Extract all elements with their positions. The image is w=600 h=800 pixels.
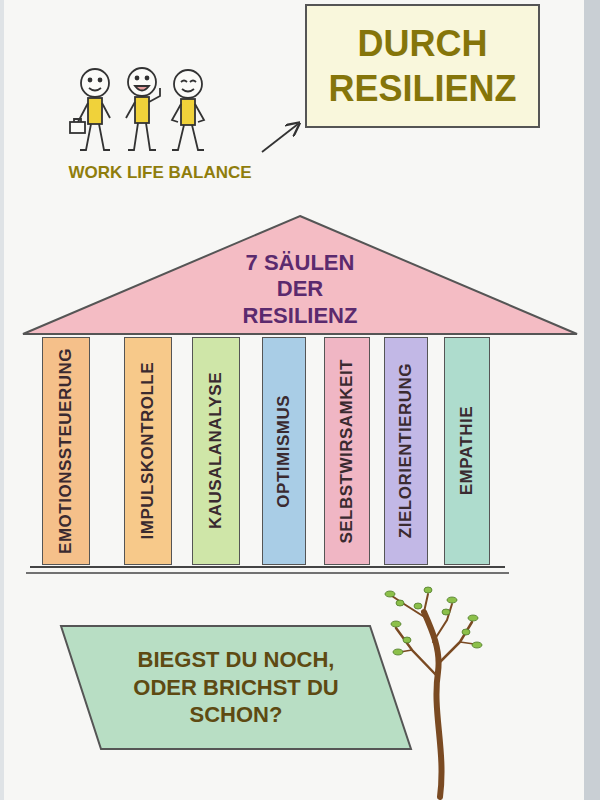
temple-pillar: EMPATHIE: [444, 337, 490, 565]
flipchart-paper: [4, 0, 584, 800]
temple-pillar: KAUSALANALYSE: [192, 337, 240, 565]
node-text: 7 SÄULEN DER RESILIENZ: [225, 250, 375, 329]
leader-arrow: [262, 124, 298, 152]
tree-leaves: [385, 587, 482, 655]
pillar-label: OPTIMISMUS: [274, 395, 294, 508]
temple-pillar: IMPULSKONTROLLE: [124, 337, 172, 565]
stick-figure-balance: [172, 70, 204, 150]
temple-roof-shape: [23, 216, 577, 334]
pillar-label: IMPULSKONTROLLE: [138, 362, 158, 540]
slogan-parallelogram-shape: [61, 626, 411, 749]
temple-roof: 7 SÄULEN DER RESILIENZ: [22, 215, 578, 335]
temple-pillar: EMOTIONSSTEUERUNG: [42, 337, 90, 565]
stick-figure-life: [126, 68, 160, 150]
title-box: DURCH RESILIENZ: [305, 4, 540, 128]
node-text: DURCH RESILIENZ: [315, 21, 530, 111]
pillar-label: KAUSALANALYSE: [206, 372, 226, 529]
board-edge: [584, 0, 600, 800]
temple-pillar: SELBSTWIRSAMKEIT: [324, 337, 370, 565]
temple-base: [26, 572, 509, 574]
slogan-parallelogram: BIEGST DU NOCH, ODER BRICHST DU SCHON?: [60, 625, 412, 750]
temple-pillar: OPTIMISMUS: [262, 337, 306, 565]
bending-tree: [392, 594, 474, 797]
temple-base: [30, 566, 505, 568]
caption-label: WORK LIFE BALANCE: [50, 163, 270, 183]
temple-pillar: ZIELORIENTIERUNG: [384, 337, 428, 565]
node-text: BIEGST DU NOCH, ODER BRICHST DU SCHON?: [111, 646, 361, 729]
stick-figure-work: [70, 69, 110, 150]
pillar-label: SELBSTWIRSAMKEIT: [337, 359, 357, 544]
pillar-label: ZIELORIENTIERUNG: [396, 363, 416, 538]
pillar-label: EMOTIONSSTEUERUNG: [56, 348, 76, 554]
pillar-label: EMPATHIE: [457, 406, 477, 495]
